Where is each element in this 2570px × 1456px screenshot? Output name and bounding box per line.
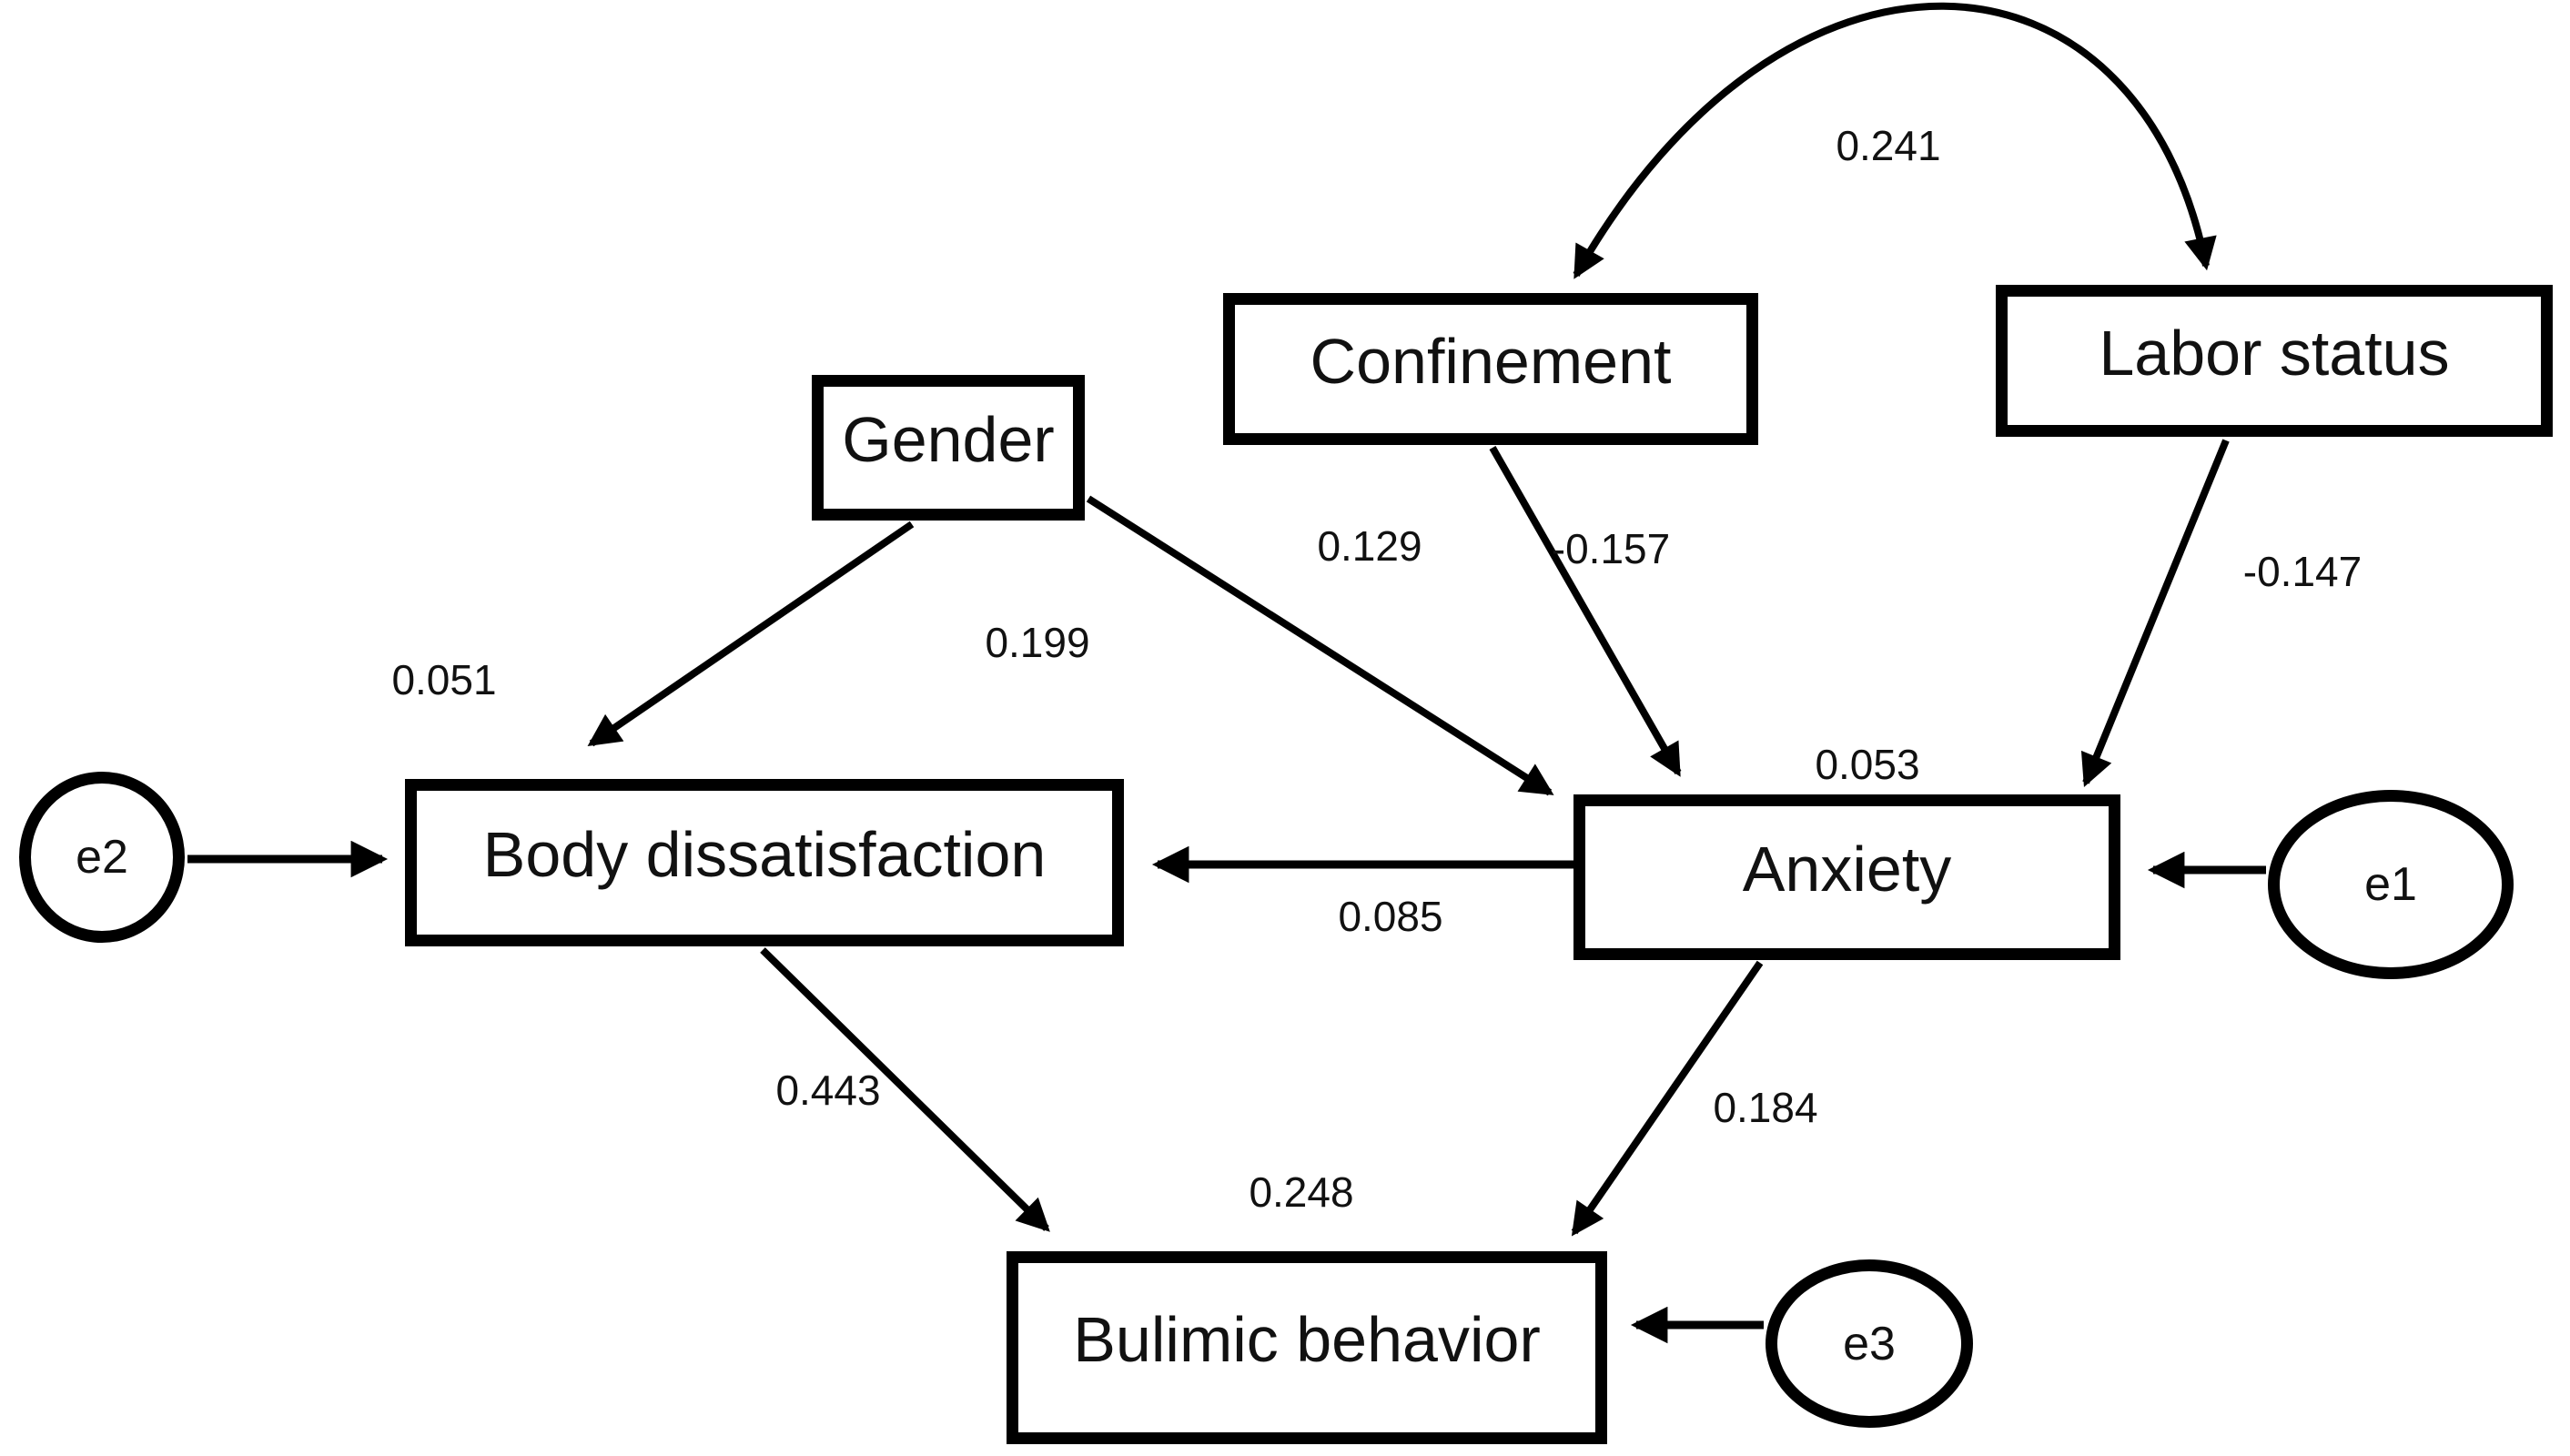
rsq-bulimic-behavior: 0.248 xyxy=(1249,1168,1354,1216)
coef-gender-anxiety: 0.129 xyxy=(1317,522,1422,570)
coef-covariance-confinement-labor: 0.241 xyxy=(1836,122,1941,169)
coef-body-bulimic: 0.443 xyxy=(775,1067,881,1114)
arrow-gender-to-body-dissatisfaction xyxy=(587,521,915,747)
error-term-e1: e1 xyxy=(2268,790,2514,979)
error-term-e3: e3 xyxy=(1766,1259,1973,1428)
error-term-e1-label: e1 xyxy=(2364,858,2417,911)
error-term-e2-label: e2 xyxy=(76,831,128,884)
node-anxiety-label: Anxiety xyxy=(1742,834,1952,905)
node-labor-status-label: Labor status xyxy=(2099,317,2450,389)
node-body-dissatisfaction-label: Body dissatisfaction xyxy=(482,819,1047,890)
rsq-anxiety: 0.053 xyxy=(1815,741,1920,788)
arrow-gender-to-anxiety xyxy=(1086,495,1554,796)
node-gender-label: Gender xyxy=(842,404,1055,475)
coef-labor-anxiety: -0.147 xyxy=(2242,548,2363,595)
node-gender: Gender xyxy=(812,375,1085,521)
node-anxiety: Anxiety xyxy=(1573,794,2120,960)
coef-anxiety-bulimic: 0.184 xyxy=(1713,1084,1818,1131)
arrow-confinement-to-anxiety xyxy=(1489,446,1682,777)
node-confinement: Confinement xyxy=(1223,293,1758,445)
coef-anxiety-body: 0.085 xyxy=(1338,893,1443,940)
coef-gender-body: 0.199 xyxy=(985,619,1090,666)
arrow-anxiety-to-bulimic-behavior xyxy=(1571,960,1764,1237)
error-term-e2: e2 xyxy=(19,772,185,943)
arrow-labor-status-to-anxiety xyxy=(2080,439,2230,787)
node-body-dissatisfaction: Body dissatisfaction xyxy=(405,779,1124,946)
arrow-covariance-confinement-labor xyxy=(1573,2,2217,279)
rsq-body-dissatisfaction: 0.051 xyxy=(391,656,497,703)
arrow-body-dissatisfaction-to-bulimic-behavior xyxy=(760,947,1050,1232)
error-term-e3-label: e3 xyxy=(1843,1317,1896,1370)
node-bulimic-behavior: Bulimic behavior xyxy=(1007,1251,1607,1444)
node-confinement-label: Confinement xyxy=(1310,325,1672,397)
coef-confinement-anxiety: -0.157 xyxy=(1551,525,1671,572)
node-bulimic-behavior-label: Bulimic behavior xyxy=(1073,1304,1541,1375)
node-labor-status: Labor status xyxy=(1996,285,2553,437)
